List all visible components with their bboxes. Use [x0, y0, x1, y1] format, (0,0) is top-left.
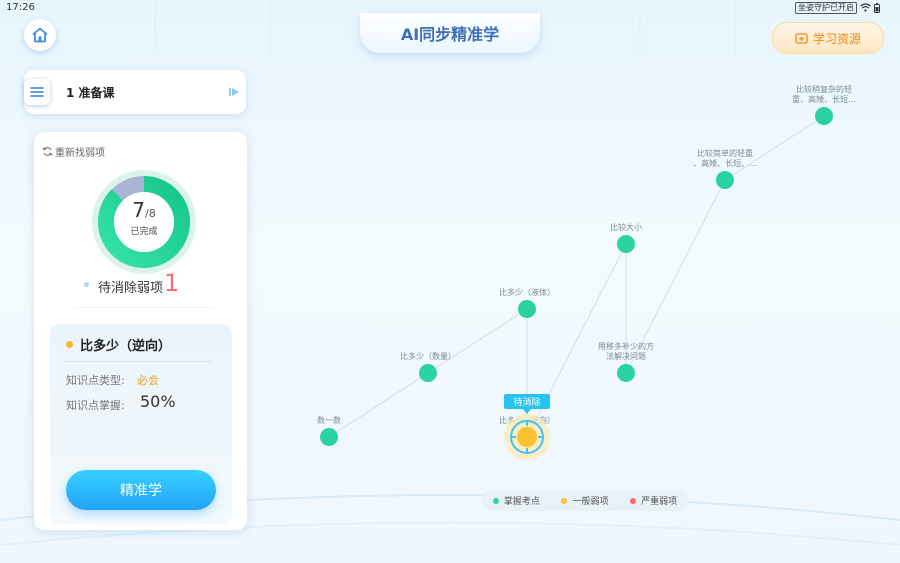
graph-edge: [328, 372, 429, 438]
battery-icon: [874, 3, 880, 13]
graph-node[interactable]: 比多少（逆向）待消除: [499, 394, 555, 460]
eye-protect-badge: 坐姿守护已开启: [795, 2, 857, 14]
mastered-node[interactable]: [617, 235, 635, 253]
graph-node[interactable]: 比多少（液体）: [499, 287, 555, 318]
graph-node-label: 比较简单的轻重: [697, 148, 753, 158]
graph-node-label: 、高矮、长短、...: [693, 158, 757, 168]
legend: 掌握考点 一般弱项 严重弱项: [482, 490, 688, 511]
legend-severe: 严重弱项: [630, 494, 677, 507]
decorative-dot: [84, 282, 89, 287]
mastery-value: 50%: [140, 392, 176, 411]
status-time: 17:26: [6, 2, 35, 13]
graph-node-label: 比较稍复杂的轻: [796, 84, 852, 94]
graph-node[interactable]: 数一数: [317, 415, 341, 446]
menu-button[interactable]: [24, 79, 50, 105]
graph-edge: [625, 179, 726, 374]
graph-node-label: 比多少（数量）: [400, 351, 456, 361]
pending-weak-label: 待消除弱项: [98, 281, 164, 296]
status-bar: 17:26 坐姿守护已开启: [0, 0, 900, 16]
page-title: AI同步精准学: [400, 25, 500, 44]
wifi-icon: [860, 3, 871, 12]
graph-node-label: 重、高矮、长短...: [792, 94, 856, 104]
mastered-node[interactable]: [419, 364, 437, 382]
graph-node[interactable]: 比较稍复杂的轻重、高矮、长短...: [792, 84, 856, 125]
resource-label: 学习资源: [812, 31, 861, 46]
graph-node-label: 法解决问题: [606, 351, 646, 361]
progress-center: 7/8 已完成: [84, 162, 204, 282]
graph-edge: [427, 308, 528, 374]
mastered-node[interactable]: [617, 364, 635, 382]
progress-label: 已完成: [130, 227, 158, 237]
title-tab: AI同步精准学: [360, 13, 540, 53]
pending-badge-text: 待消除: [513, 396, 540, 408]
refresh-label: 重新找弱项: [55, 148, 105, 159]
type-label: 知识点类型:: [66, 374, 125, 387]
menu-icon: [30, 87, 44, 97]
graph-node-label: 用移多补少的方: [598, 341, 654, 351]
progress-count: 7/8: [132, 198, 156, 222]
pending-badge-pointer: [523, 409, 531, 414]
mastery-label: 知识点掌握:: [66, 399, 125, 412]
graph-node-label: 比多少（液体）: [499, 287, 555, 297]
graph-node[interactable]: 比较大小: [610, 222, 642, 253]
graph-node[interactable]: 比较简单的轻重、高矮、长短、...: [693, 148, 757, 189]
precise-learn-button[interactable]: 精准学: [66, 470, 216, 510]
graph-edge: [724, 115, 825, 181]
refresh-weak-button[interactable]: 重新找弱项: [42, 144, 105, 159]
pending-weak-count: 1: [164, 269, 180, 297]
lesson-title: 1 准备课: [66, 86, 115, 100]
mastered-node[interactable]: [320, 428, 338, 446]
learning-resources-button[interactable]: 学习资源: [772, 22, 884, 54]
refresh-icon: [42, 147, 53, 156]
home-icon: [32, 27, 48, 43]
weak-node[interactable]: [517, 427, 537, 447]
legend-weak: 一般弱项: [561, 494, 608, 507]
divider: [74, 307, 214, 308]
mastered-node[interactable]: [518, 300, 536, 318]
progress-donut: [92, 170, 196, 274]
mastered-node[interactable]: [815, 107, 833, 125]
topic-divider: [64, 361, 212, 362]
topic-status-dot: [66, 341, 73, 348]
home-button[interactable]: [24, 19, 56, 51]
mastered-node[interactable]: [716, 171, 734, 189]
lesson-selector[interactable]: 1 准备课: [24, 70, 246, 114]
resource-icon: [795, 32, 808, 44]
graph-node-label: 数一数: [317, 415, 341, 425]
play-icon[interactable]: [228, 86, 240, 98]
pending-badge: [504, 394, 550, 409]
graph-node-label: 比较大小: [610, 222, 642, 232]
topic-name: 比多少（逆向）: [80, 339, 172, 354]
progress-panel: 重新找弱项 7/8 已完成 待消除弱项 1 比多少（逆向） 知识点类型: 必会 …: [34, 132, 247, 530]
legend-mastered: 掌握考点: [492, 494, 540, 507]
graph-node[interactable]: 比多少（数量）: [400, 351, 456, 382]
type-value: 必会: [137, 374, 159, 387]
